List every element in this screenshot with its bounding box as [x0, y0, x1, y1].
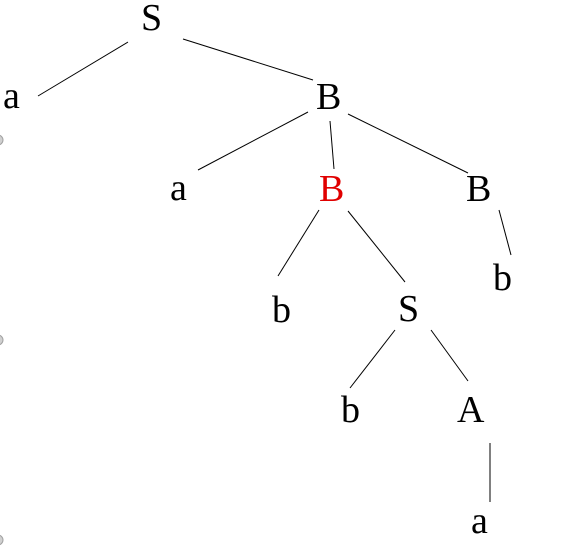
- edge-b-red-to-b: [277, 209, 320, 277]
- node-b: B: [316, 76, 341, 118]
- edge-b-to-b-right: [347, 113, 469, 174]
- slide-bullet-1: [0, 134, 4, 146]
- node-b-right: B: [466, 168, 491, 210]
- node-b-red: B: [319, 168, 344, 210]
- edge-b-red-to-s: [347, 210, 406, 283]
- edge-s-to-a: [37, 41, 129, 97]
- node-b-leaf-3: b: [341, 389, 360, 431]
- slide-bullet-3: [0, 534, 4, 546]
- edge-b-to-b-red: [329, 120, 335, 170]
- edge-s-to-a-upper: [430, 329, 469, 382]
- node-s-lower: S: [398, 288, 419, 330]
- edge-b-to-a: [197, 111, 309, 171]
- node-root-s: S: [141, 0, 162, 39]
- edge-s-to-b-leaf: [349, 329, 396, 389]
- edge-b-right-to-b: [498, 209, 512, 256]
- node-a-mid: a: [170, 167, 187, 209]
- slide-bullet-2: [0, 334, 4, 346]
- node-b-leaf-1: b: [272, 289, 291, 331]
- node-a-left: a: [3, 75, 20, 117]
- node-b-leaf-2: b: [493, 257, 512, 299]
- node-a-leaf: a: [471, 500, 488, 542]
- edge-s-to-b: [182, 38, 314, 81]
- node-a-upper: A: [457, 389, 485, 431]
